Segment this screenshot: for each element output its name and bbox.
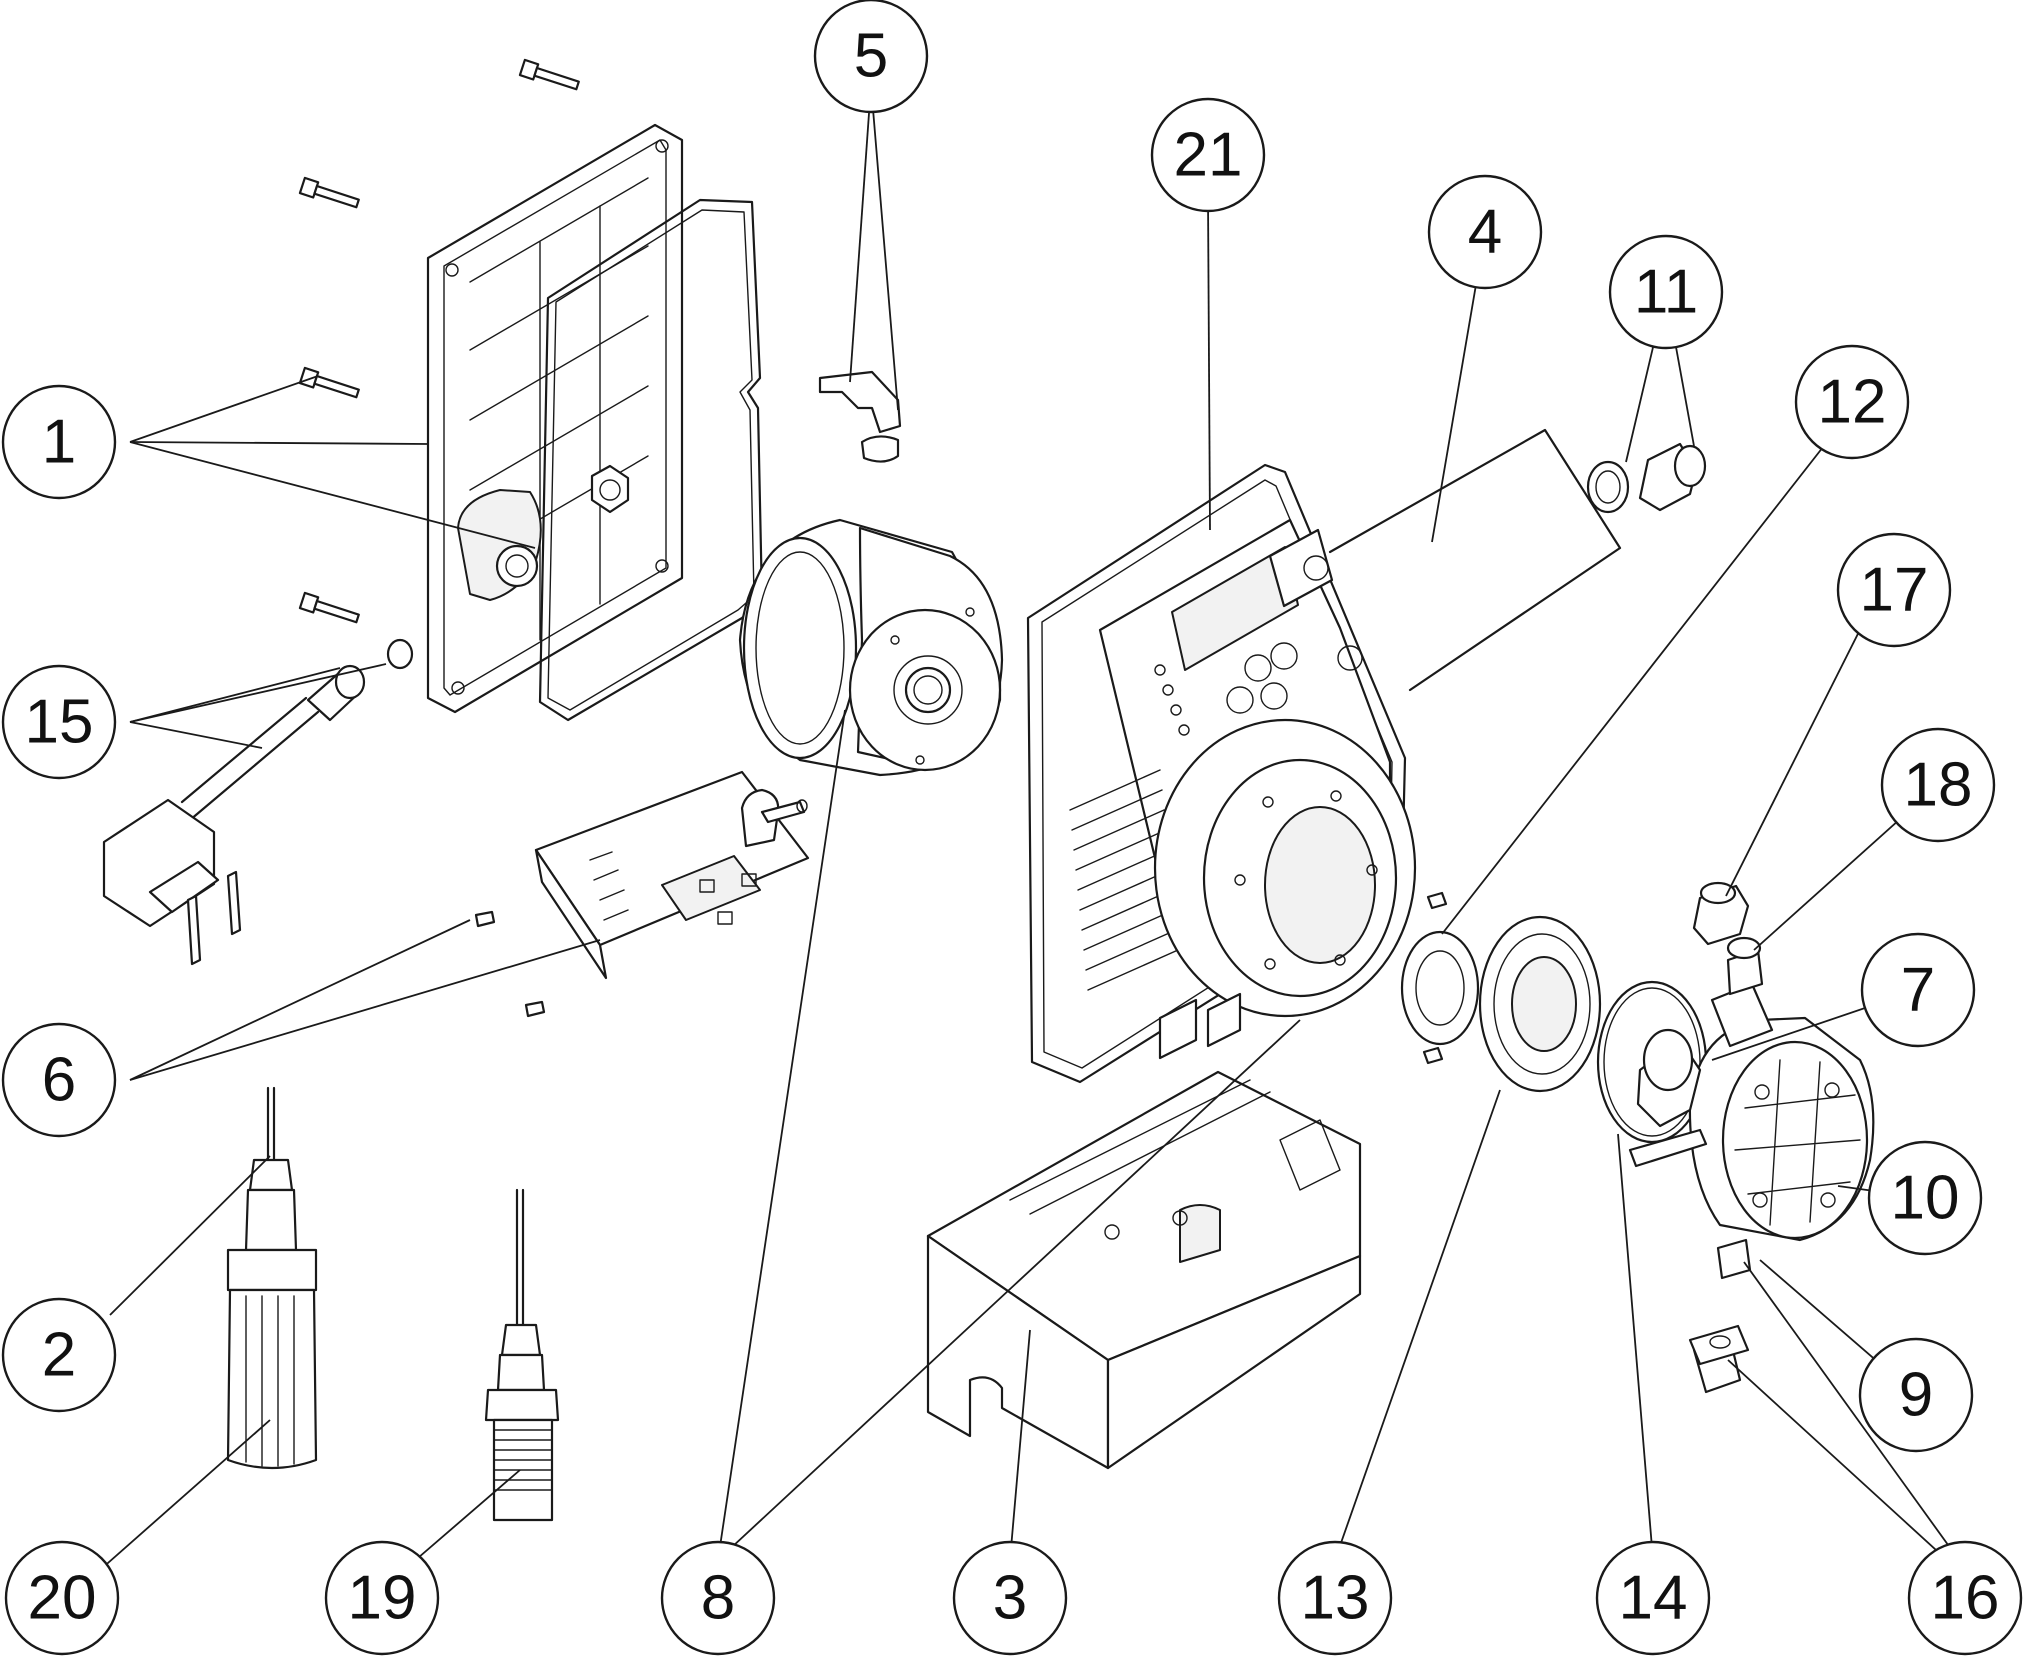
callout-8: 8 (660, 1540, 776, 1656)
callout-7: 7 (1860, 932, 1976, 1048)
callout-6: 6 (1, 1022, 117, 1138)
callout-19: 19 (324, 1540, 440, 1656)
callout-15-label: 15 (25, 688, 94, 757)
pump-head-assembly (1628, 881, 1875, 1394)
rear-gasket (538, 198, 764, 722)
callout-17: 17 (1836, 532, 1952, 648)
callout-5: 5 (813, 0, 929, 114)
callout-1: 1 (1, 384, 117, 500)
injection-valve (484, 1188, 560, 1522)
clips (818, 370, 902, 463)
callout-14: 14 (1595, 1540, 1711, 1656)
callout-13: 13 (1277, 1540, 1393, 1656)
callout-17-label: 17 (1860, 556, 1929, 625)
callout-3-label: 3 (993, 1564, 1027, 1633)
callout-9: 9 (1858, 1337, 1974, 1453)
callout-5-label: 5 (854, 22, 888, 91)
callout-12-label: 12 (1818, 368, 1887, 437)
wall-bracket (926, 1070, 1362, 1470)
flange-with-screws (1400, 891, 1480, 1065)
callout-3: 3 (952, 1540, 1068, 1656)
callout-11-label: 11 (1634, 258, 1698, 327)
foot-filter (226, 1086, 318, 1470)
callout-20: 20 (4, 1540, 120, 1656)
callout-13-label: 13 (1301, 1564, 1370, 1633)
callout-16-label: 16 (1931, 1564, 2000, 1633)
callout-2: 2 (1, 1297, 117, 1413)
callout-9-label: 9 (1899, 1361, 1933, 1430)
callout-21: 21 (1150, 97, 1266, 213)
leader-lines (99, 84, 1983, 1593)
circuit-board (474, 770, 810, 1018)
callout-21-label: 21 (1174, 121, 1243, 190)
callout-19-label: 19 (348, 1564, 417, 1633)
callout-10-label: 10 (1891, 1164, 1960, 1233)
main-housing (1026, 463, 1417, 1084)
cover-screws (298, 58, 580, 624)
callout-11: 11 (1608, 234, 1724, 350)
callout-2-label: 2 (42, 1321, 76, 1390)
rear-cover (426, 123, 684, 714)
cable-glands (1586, 442, 1707, 514)
motor-assembly (738, 518, 1004, 777)
callout-15: 15 (1, 664, 117, 780)
callout-1-label: 1 (42, 408, 76, 477)
callout-8-label: 8 (701, 1564, 735, 1633)
callout-6-label: 6 (42, 1046, 76, 1115)
callout-20-label: 20 (28, 1564, 97, 1633)
callout-4: 4 (1427, 174, 1543, 290)
callout-7-label: 7 (1901, 956, 1935, 1025)
front-label (1328, 428, 1622, 692)
callout-18: 18 (1880, 727, 1996, 843)
callout-16: 16 (1907, 1540, 2023, 1656)
callout-18-label: 18 (1904, 751, 1973, 820)
callout-10: 10 (1867, 1140, 1983, 1256)
callout-4-label: 4 (1468, 198, 1502, 267)
callout-14-label: 14 (1619, 1564, 1688, 1633)
callout-12: 12 (1794, 344, 1910, 460)
diaphragm (1478, 915, 1602, 1093)
power-cable-with-plug (102, 638, 414, 966)
